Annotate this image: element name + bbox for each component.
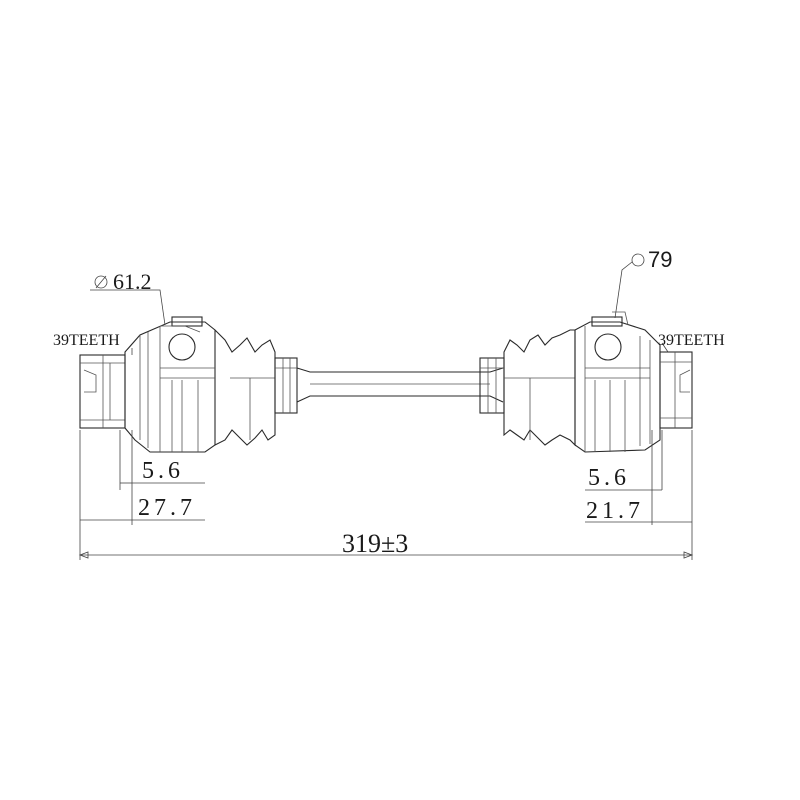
left-small-dimension: 5.6 [142,458,184,484]
dimension-lines [78,261,694,560]
right-teeth-label: 39TEETH [658,332,725,349]
intermediate-shaft [296,367,504,403]
left-teeth-label: 39TEETH [53,332,120,349]
diameter-symbol-left [94,275,108,289]
right-cv-joint [479,311,693,453]
diameter-symbol-right [631,253,645,267]
left-cv-joint [79,316,298,453]
left-large-dimension: 27.7 [138,495,196,521]
right-small-dimension: 5.6 [588,465,630,491]
overall-length-dimension: 319±3 [342,529,408,558]
right-large-dimension: 21.7 [586,498,644,524]
right-diameter-label: 79 [648,247,672,272]
left-diameter-label: 61.2 [113,269,152,294]
